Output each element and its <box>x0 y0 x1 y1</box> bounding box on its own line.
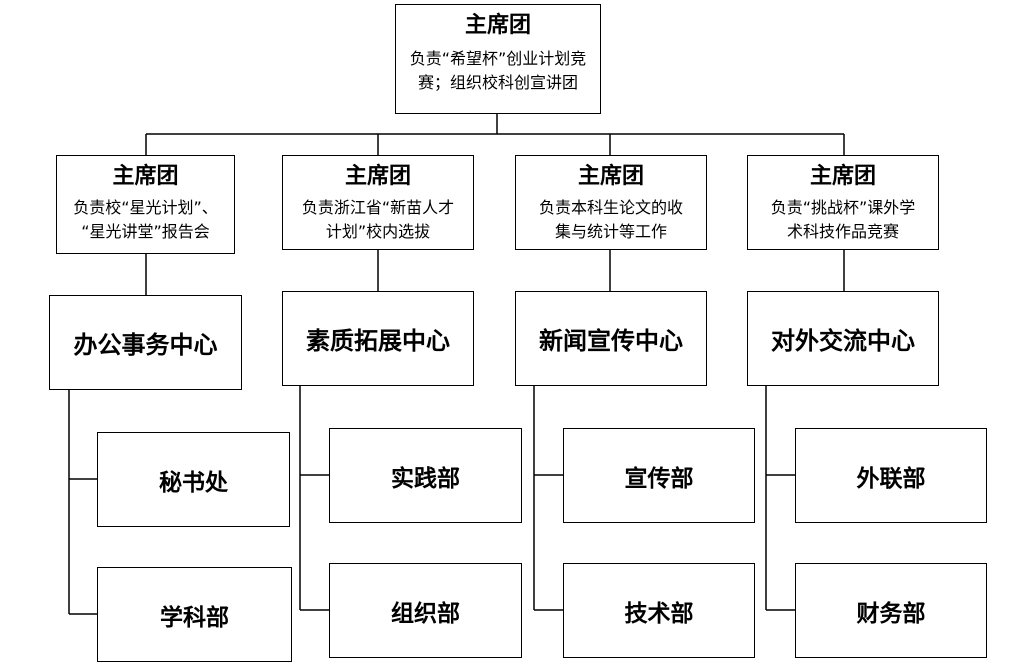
presidium-title: 主席团 <box>112 164 179 189</box>
presidium-box-1: 主席团 负责校“星光计划”、 “星光讲堂”报告会 <box>56 155 235 254</box>
center-box-exchange: 对外交流中心 <box>747 291 939 386</box>
dept-box-external: 外联部 <box>795 428 987 523</box>
dept-box-organization: 组织部 <box>329 563 522 658</box>
presidium-desc-line1: 负责本科生论文的收 <box>538 198 683 217</box>
presidium-title: 主席团 <box>809 164 876 189</box>
top-presidium-desc-line2: 赛；组织校科创宣讲团 <box>417 73 578 92</box>
dept-box-technology: 技术部 <box>563 563 755 658</box>
dept-box-finance: 财务部 <box>795 563 987 658</box>
top-presidium-box: 主席团 负责“希望杯”创业计划竞 赛；组织校科创宣讲团 <box>395 4 601 114</box>
presidium-title: 主席团 <box>344 164 411 189</box>
presidium-desc-line2: 集与统计等工作 <box>554 222 667 241</box>
top-presidium-title: 主席团 <box>464 13 531 38</box>
top-presidium-desc-line1: 负责“希望杯”创业计划竞 <box>409 49 587 68</box>
center-box-office: 办公事务中心 <box>49 295 242 390</box>
presidium-box-3: 主席团 负责本科生论文的收 集与统计等工作 <box>515 155 707 250</box>
presidium-title: 主席团 <box>577 164 644 189</box>
center-box-news: 新闻宣传中心 <box>515 291 707 386</box>
dept-box-practice: 实践部 <box>329 428 522 523</box>
dept-box-academic: 学科部 <box>97 567 292 662</box>
presidium-box-4: 主席团 负责“挑战杯”课外学 术科技作品竞赛 <box>747 155 939 250</box>
presidium-desc-line2: 术科技作品竞赛 <box>786 222 899 241</box>
presidium-desc-line2: 计划”校内选拔 <box>325 222 431 241</box>
presidium-box-2: 主席团 负责浙江省“新苗人才 计划”校内选拔 <box>282 155 474 250</box>
presidium-desc-line1: 负责浙江省“新苗人才 <box>301 198 455 217</box>
center-box-quality: 素质拓展中心 <box>282 291 474 386</box>
dept-box-secretariat: 秘书处 <box>97 432 290 527</box>
presidium-desc-line1: 负责“挑战杯”课外学 <box>770 198 916 217</box>
dept-box-publicity: 宣传部 <box>563 428 755 523</box>
presidium-desc-line1: 负责校“星光计划”、 <box>73 198 218 217</box>
presidium-desc-line2: “星光讲堂”报告会 <box>81 222 210 241</box>
